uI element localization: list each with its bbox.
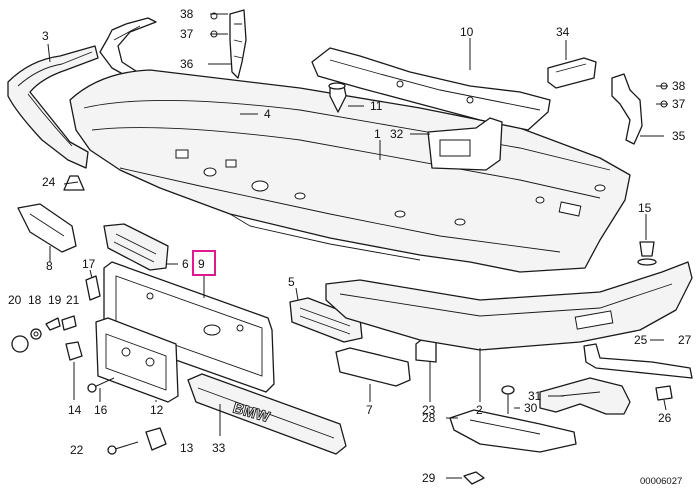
- callout-4: 4: [264, 107, 271, 121]
- leader-lines: [47, 13, 668, 479]
- part-28-lower-strip: [449, 409, 577, 453]
- callout-37-right: 37: [672, 97, 686, 111]
- callout-8: 8: [46, 259, 53, 273]
- callout-17: 17: [82, 257, 96, 271]
- part-25-strip: [583, 343, 693, 379]
- callout-37-top: 37: [180, 27, 194, 41]
- callout-38-top: 38: [180, 7, 194, 21]
- part-34-clip: [547, 57, 597, 89]
- callout-12: 12: [150, 403, 164, 417]
- part-17-nut: [85, 275, 101, 301]
- part-32-bracket: [427, 117, 503, 171]
- callout-1: 1: [374, 127, 381, 141]
- callout-38-right: 38: [672, 79, 686, 93]
- part-29-clip: [463, 471, 485, 485]
- callout-18: 18: [28, 293, 42, 307]
- part-10-carrier: [311, 47, 551, 131]
- part-15-screw: [637, 241, 657, 266]
- callout-36: 36: [180, 57, 194, 71]
- part-31-air-duct: [539, 377, 631, 415]
- part-30-screw: [501, 385, 515, 414]
- callout-11: 11: [370, 99, 383, 113]
- highlight-box-9: [192, 250, 216, 276]
- callout-28: 28: [422, 411, 436, 425]
- callout-10: 10: [460, 25, 474, 39]
- part-8-cover-left: [17, 203, 77, 253]
- part-1-bumper-body: [69, 69, 631, 273]
- part-6-grille-left: [103, 223, 169, 271]
- callout-21: 21: [66, 293, 80, 307]
- callout-15: 15: [638, 201, 652, 215]
- callout-33: 33: [212, 441, 226, 455]
- callout-5: 5: [288, 275, 295, 289]
- part-26-clip: [655, 385, 673, 401]
- part-5-grille-right: [289, 297, 363, 343]
- part-11-screw: [328, 82, 347, 113]
- callout-31: 31: [528, 389, 542, 403]
- callout-9: 9: [198, 257, 205, 271]
- callout-34: 34: [556, 25, 570, 39]
- callout-numbers: 3 38 37 36 10 34 38 37 35 4 11 1 32 24 1…: [8, 7, 692, 487]
- callout-24: 24: [42, 175, 56, 189]
- callout-14: 14: [68, 403, 82, 417]
- callout-35: 35: [672, 129, 686, 143]
- callout-25: 25: [634, 333, 648, 347]
- callout-7: 7: [366, 403, 373, 417]
- part-20-21-fasteners: [11, 315, 77, 353]
- part-36-mount: [210, 9, 247, 79]
- callout-20: 20: [8, 293, 22, 307]
- part-22-screw: [107, 441, 139, 455]
- callout-3: 3: [42, 29, 49, 43]
- part-16-screw: [87, 377, 115, 393]
- part-3-bumper-corner: [7, 45, 99, 169]
- callout-2: 2: [476, 403, 483, 417]
- callout-29: 29: [422, 471, 436, 485]
- part-33-grille: BMW: [187, 373, 347, 455]
- callout-19: 19: [48, 293, 62, 307]
- callout-13: 13: [180, 441, 194, 455]
- part-14-nut-plate: [65, 341, 83, 361]
- callout-32: 32: [390, 127, 404, 141]
- part-7-fog-cover: [335, 347, 411, 387]
- part-35-bracket: [611, 73, 668, 145]
- callout-23: 23: [422, 403, 436, 417]
- callout-27: 27: [678, 333, 692, 347]
- part-2-spoiler: [325, 261, 693, 351]
- callout-22: 22: [70, 443, 84, 457]
- callout-30: 30: [524, 401, 538, 415]
- callout-16: 16: [94, 403, 108, 417]
- diagram-code: 00006027: [640, 476, 682, 487]
- callout-6: 6: [182, 257, 189, 271]
- part-12-plate-holder: [95, 317, 179, 403]
- part-13-nut: [145, 427, 167, 451]
- callout-26: 26: [658, 411, 672, 425]
